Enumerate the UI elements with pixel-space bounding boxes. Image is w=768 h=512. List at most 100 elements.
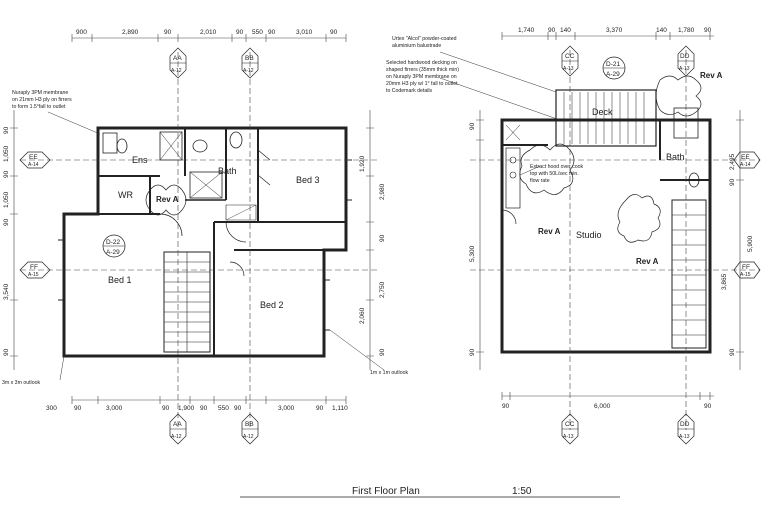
svg-text:3,540: 3,540 (3, 283, 10, 300)
svg-text:90: 90 (548, 27, 556, 34)
svg-text:550: 550 (252, 29, 263, 36)
note-deck-4: 20mm H3 ply w/ 1° fall to outlet (386, 81, 458, 87)
svg-text:1,050: 1,050 (3, 191, 10, 208)
svg-text:1,740: 1,740 (518, 27, 535, 34)
svg-text:140: 140 (656, 27, 667, 34)
svg-text:90: 90 (3, 170, 10, 178)
rev-a-label-deck: Rev A (700, 71, 723, 80)
left-dimension-lines (10, 34, 380, 430)
section-marker-dd-bottom: DD A-13 (677, 413, 695, 445)
note-hood-1: Extract hood over cook (530, 164, 583, 170)
room-label-ens: Ens (132, 155, 148, 165)
svg-text:1,920: 1,920 (359, 155, 366, 172)
svg-text:5,900: 5,900 (747, 235, 754, 252)
section-marker-ee-left: EE A-14 (19, 151, 51, 169)
svg-text:DD: DD (680, 421, 690, 428)
section-marker-ff-right: FF A-15 (733, 261, 761, 279)
svg-text:140: 140 (560, 27, 571, 34)
svg-text:90: 90 (704, 403, 712, 410)
room-label-bath-left: Bath (218, 166, 237, 176)
right-plan (500, 75, 712, 354)
svg-text:90: 90 (200, 405, 208, 412)
left-plan (58, 126, 352, 358)
svg-text:2,010: 2,010 (200, 29, 217, 36)
svg-text:1,900: 1,900 (178, 405, 195, 412)
svg-text:2,750: 2,750 (379, 281, 386, 298)
svg-text:EE: EE (741, 154, 750, 161)
revision-labels: Rev A Rev A Rev A Rev A (156, 71, 723, 266)
svg-text:BB: BB (245, 421, 254, 428)
svg-text:90: 90 (268, 29, 276, 36)
svg-text:90: 90 (162, 405, 170, 412)
svg-text:CC: CC (565, 421, 575, 428)
svg-text:90: 90 (379, 234, 386, 242)
note-leaders (47, 51, 561, 381)
title-block: First Floor Plan 1:50 (240, 486, 620, 498)
note-outlook-left: 3m x 3m outlook (2, 380, 40, 386)
svg-text:A-29: A-29 (106, 249, 120, 256)
svg-text:6,000: 6,000 (594, 403, 611, 410)
note-deck-2: shaped firrers (35mm thick min) (386, 67, 459, 73)
svg-text:90: 90 (316, 405, 324, 412)
svg-text:3,000: 3,000 (106, 405, 123, 412)
dimension-labels: 900 2,890 90 2,010 90 550 90 3,010 90 30… (3, 27, 754, 412)
note-left-3: to form 1.5°fall to outlet (12, 104, 66, 110)
section-marker-aa-top: AA A-12 (169, 47, 187, 79)
room-label-bed2: Bed 2 (260, 300, 284, 310)
section-marker-dd-top: DD A-13 (677, 45, 695, 77)
svg-text:90: 90 (502, 403, 510, 410)
drawing-scale: 1:50 (512, 486, 532, 497)
svg-text:A-13: A-13 (563, 434, 574, 440)
note-deck-1: Selected hardwood decking on (386, 60, 457, 66)
svg-text:A-12: A-12 (171, 434, 182, 440)
detail-marker-d21: D-21 A-29 (602, 56, 626, 80)
svg-text:A-12: A-12 (171, 68, 182, 74)
rev-a-label-right: Rev A (636, 257, 659, 266)
svg-text:DD: DD (680, 53, 690, 60)
svg-text:2,060: 2,060 (359, 307, 366, 324)
note-deck-3: on Nuraply 3PM membrane on (386, 74, 457, 80)
section-marker-cc-bottom: CC A-13 (561, 413, 579, 445)
svg-text:CC: CC (565, 53, 575, 60)
svg-text:AA: AA (173, 55, 182, 62)
note-balustrade-2: aluminium balustrade (392, 43, 441, 49)
note-left-2: on 21mm H3 ply on firrers (12, 97, 72, 103)
right-dimension-lines (470, 32, 760, 430)
svg-text:550: 550 (218, 405, 229, 412)
note-left-1: Nuraply 3PM membrane (12, 90, 68, 96)
svg-text:A-12: A-12 (243, 68, 254, 74)
svg-text:A-13: A-13 (679, 434, 690, 440)
svg-text:1,780: 1,780 (678, 27, 695, 34)
room-label-bath-right: Bath (666, 152, 685, 162)
svg-text:A-14: A-14 (740, 162, 751, 168)
svg-text:90: 90 (379, 348, 386, 356)
section-marker-bb-bottom: BB A-12 (241, 413, 259, 445)
svg-text:5,300: 5,300 (469, 245, 476, 262)
drawing-title: First Floor Plan (352, 486, 420, 497)
note-balustrade-1: Urtex "Alcol" powder-coated (392, 36, 457, 42)
svg-text:D-22: D-22 (106, 239, 120, 246)
svg-text:90: 90 (164, 29, 172, 36)
svg-text:2,890: 2,890 (122, 29, 139, 36)
svg-text:90: 90 (704, 27, 712, 34)
svg-text:90: 90 (74, 405, 82, 412)
room-labels: Bed 1 Bed 2 Bed 3 Ens Bath WR Deck Bath … (108, 107, 685, 310)
room-label-deck: Deck (592, 107, 613, 117)
section-marker-bb-top: BB A-12 (241, 47, 259, 79)
section-marker-ff-left: FF A-15 (19, 261, 51, 279)
svg-text:D-21: D-21 (606, 61, 620, 68)
section-callouts: AA A-12 BB A-12 AA A-12 BB A-12 CC A-13 (19, 45, 761, 445)
room-label-studio: Studio (576, 230, 602, 240)
svg-text:FF: FF (30, 264, 38, 271)
svg-text:90: 90 (469, 348, 476, 356)
svg-text:90: 90 (330, 29, 338, 36)
rev-a-label-studio: Rev A (538, 227, 561, 236)
detail-marker-d22: D-22 A-29 (102, 234, 126, 258)
svg-text:90: 90 (729, 348, 736, 356)
svg-text:A-13: A-13 (679, 66, 690, 72)
svg-text:90: 90 (3, 348, 10, 356)
note-hood-2: top with 50L/sec min. (530, 171, 579, 177)
svg-text:90: 90 (3, 126, 10, 134)
section-marker-aa-bottom: AA A-12 (169, 413, 187, 445)
svg-text:AA: AA (173, 421, 182, 428)
